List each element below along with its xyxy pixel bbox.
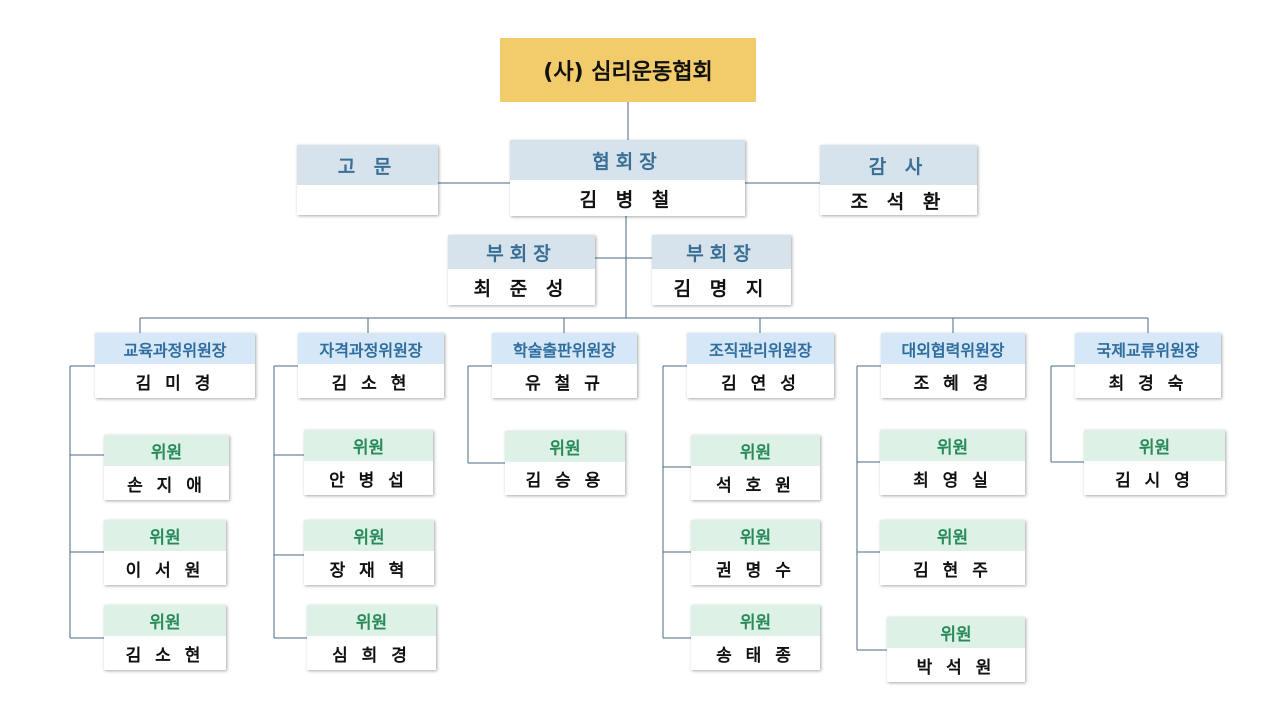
member-box: 위원 이 서 원 — [104, 520, 226, 585]
member-name: 석 호 원 — [716, 475, 795, 496]
committee-box-publication: 학술출판위원장 유 철 규 — [492, 333, 637, 398]
committee-box-education: 교육과정위원장 김 미 경 — [95, 333, 255, 398]
member-role: 위원 — [1084, 430, 1225, 461]
vice-president-name: 최 준 성 — [473, 277, 570, 300]
advisor-title: 고 문 — [297, 145, 438, 185]
member-box: 위원 심 희 경 — [307, 605, 436, 670]
committee-box-external: 대외협력위원장 조 혜 경 — [881, 333, 1025, 398]
member-box: 위원 김 시 영 — [1084, 430, 1225, 495]
member-box: 위원 박 석 원 — [887, 617, 1025, 682]
member-name: 손 지 애 — [127, 475, 206, 496]
vice-president-name: 김 명 지 — [673, 277, 770, 300]
member-name: 심 희 경 — [332, 645, 411, 666]
auditor-title: 감 사 — [820, 145, 977, 185]
committee-box-organization: 조직관리위원장 김 연 성 — [687, 333, 834, 398]
member-role: 위원 — [691, 520, 820, 551]
committee-box-certification: 자격과정위원장 김 소 현 — [298, 333, 444, 398]
committee-title: 교육과정위원장 — [95, 333, 255, 364]
committee-title: 학술출판위원장 — [492, 333, 637, 364]
committee-chair-name: 김 연 성 — [721, 373, 800, 394]
committee-chair-name: 최 경 숙 — [1108, 373, 1188, 394]
member-name: 김 승 용 — [525, 471, 605, 491]
committee-title: 자격과정위원장 — [298, 333, 444, 364]
vice-president-title: 부회장 — [652, 235, 791, 269]
org-title-box: (사) 심리운동협회 — [500, 38, 756, 102]
committee-chair-name: 김 소 현 — [331, 373, 411, 394]
committee-title: 조직관리위원장 — [687, 333, 834, 364]
committee-chair-name: 조 혜 경 — [913, 373, 993, 394]
vice-president-box-1: 부회장 최 준 성 — [448, 235, 595, 305]
member-role: 위원 — [691, 605, 820, 636]
member-role: 위원 — [880, 430, 1025, 461]
member-role: 위원 — [104, 520, 226, 551]
committee-chair-name: 유 철 규 — [525, 373, 604, 394]
president-name: 김 병 철 — [579, 188, 676, 211]
member-role: 위원 — [887, 617, 1025, 648]
advisor-box: 고 문 — [297, 145, 438, 215]
org-title: (사) 심리운동협회 — [543, 60, 713, 85]
member-role: 위원 — [304, 520, 434, 551]
member-box: 위원 석 호 원 — [691, 435, 820, 500]
member-name: 권 명 수 — [716, 560, 795, 581]
member-role: 위원 — [307, 605, 436, 636]
advisor-name — [297, 185, 438, 215]
committee-chair-name: 김 미 경 — [135, 373, 215, 394]
member-name: 이 서 원 — [125, 560, 205, 581]
member-name: 송 태 종 — [716, 645, 795, 666]
auditor-name: 조 석 환 — [850, 190, 947, 213]
member-box: 위원 장 재 혁 — [304, 520, 434, 585]
member-box: 위원 권 명 수 — [691, 520, 820, 585]
vice-president-title: 부회장 — [448, 235, 595, 269]
committee-title: 대외협력위원장 — [881, 333, 1025, 364]
member-role: 위원 — [505, 431, 625, 462]
member-box: 위원 송 태 종 — [691, 605, 820, 670]
vice-president-box-2: 부회장 김 명 지 — [652, 235, 791, 305]
member-name: 김 시 영 — [1115, 470, 1194, 491]
president-title: 협회장 — [510, 140, 745, 180]
auditor-box: 감 사 조 석 환 — [820, 145, 977, 215]
member-name: 최 영 실 — [913, 470, 992, 491]
member-role: 위원 — [691, 435, 820, 466]
member-box: 위원 최 영 실 — [880, 430, 1025, 495]
member-role: 위원 — [304, 430, 433, 461]
member-box: 위원 김 현 주 — [880, 520, 1025, 585]
president-box: 협회장 김 병 철 — [510, 140, 745, 216]
member-name: 김 현 주 — [913, 560, 992, 581]
member-box: 위원 손 지 애 — [104, 435, 229, 500]
committee-box-international: 국제교류위원장 최 경 숙 — [1075, 333, 1221, 398]
committee-title: 국제교류위원장 — [1075, 333, 1221, 364]
member-role: 위원 — [104, 435, 229, 466]
member-name: 안 병 섭 — [329, 470, 408, 491]
member-box: 위원 김 승 용 — [505, 431, 625, 495]
member-role: 위원 — [104, 605, 226, 636]
member-box: 위원 김 소 현 — [104, 605, 226, 670]
member-name: 박 석 원 — [916, 657, 996, 678]
member-name: 김 소 현 — [125, 645, 205, 666]
member-role: 위원 — [880, 520, 1025, 551]
member-name: 장 재 혁 — [329, 560, 409, 581]
member-box: 위원 안 병 섭 — [304, 430, 433, 495]
